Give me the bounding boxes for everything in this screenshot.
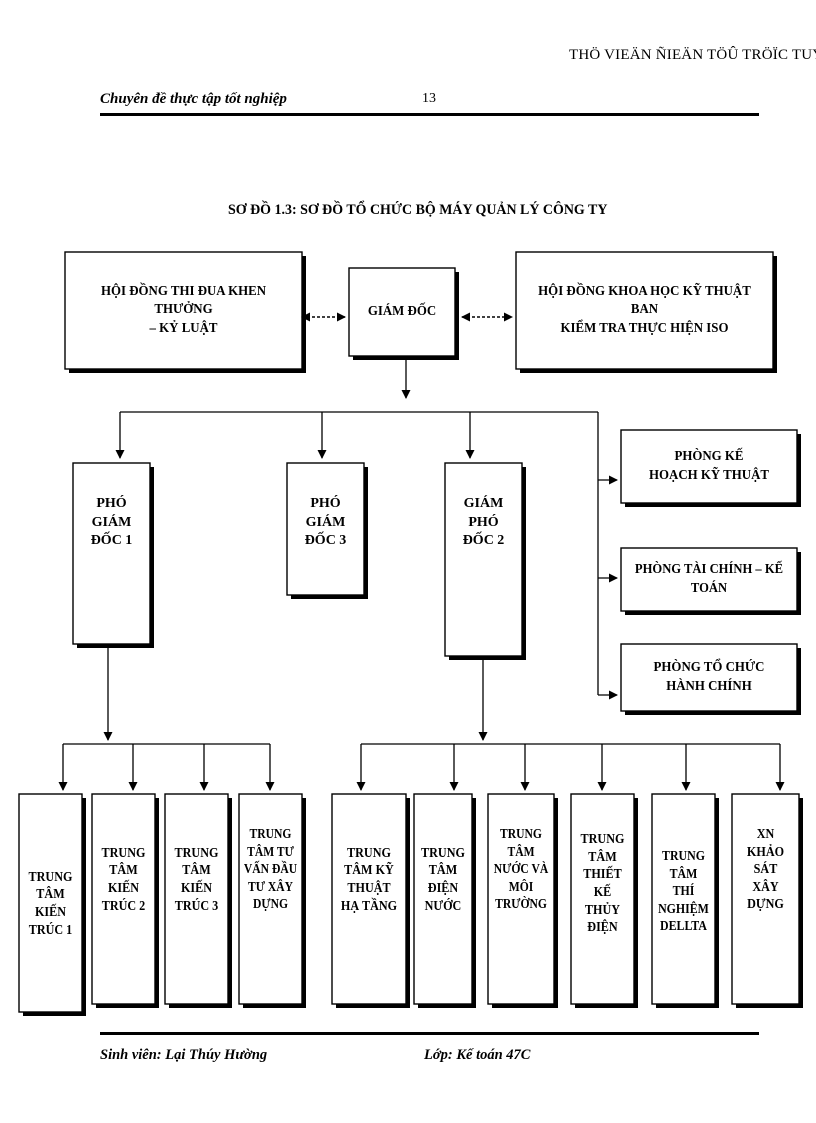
label-deputy-1: PHÓ GIÁM ĐỐC 1 [90, 496, 133, 549]
label-unit-7: TRUNG TÂM NƯỚC VÀ MÔI TRƯỜNG [493, 826, 549, 912]
org-boxes [18, 251, 800, 1013]
box-science-council [515, 251, 774, 370]
box-dept-admin [620, 643, 798, 712]
diagram-title: SƠ ĐỒ 1.3: SƠ ĐỒ TỔ CHỨC BỘ MÁY QUẢN LÝ … [228, 202, 608, 218]
box-unit-5 [331, 793, 407, 1005]
label-unit-5: TRUNG TÂM KỸ THUẬT HẠ TẦNG [340, 844, 398, 913]
box-unit-1 [18, 793, 83, 1013]
label-unit-10: XN KHẢO SÁT XÂY DỰNG [746, 826, 785, 912]
label-emulation-council: HỘI ĐỒNG THI ĐUA KHEN THƯỞNG – KỶ LUẬT [100, 283, 267, 336]
header-subject: Chuyên đề thực tập tốt nghiệp [100, 91, 287, 107]
label-dept-admin: PHÒNG TỔ CHỨC HÀNH CHÍNH [653, 660, 765, 694]
label-dept-planning: PHÒNG KẾ HOẠCH KỸ THUẬT [648, 449, 770, 483]
box-unit-8 [570, 793, 635, 1005]
label-unit-8: TRUNG TÂM THIẾT KẾ THỦY ĐIỆN [580, 831, 625, 935]
box-deputy-1 [72, 462, 151, 645]
label-director: GIÁM ĐỐC [367, 303, 437, 319]
box-dept-planning [620, 429, 798, 504]
box-director [348, 267, 456, 357]
label-science-council: HỘI ĐỒNG KHOA HỌC KỸ THUẬT BAN KIỂM TRA … [538, 283, 751, 336]
label-unit-9: TRUNG TÂM THÍ NGHIỆM DELLTA [658, 848, 709, 934]
footer-student: Sinh viên: Lại Thúy Hường [100, 1047, 268, 1063]
label-unit-2: TRUNG TÂM KIẾN TRÚC 2 [101, 844, 146, 913]
box-unit-7 [487, 793, 555, 1005]
label-deputy-2: GIÁM PHÓ ĐỐC 2 [462, 496, 505, 549]
footer-rule [100, 1032, 759, 1035]
label-unit-6: TRUNG TÂM ĐIỆN NƯỚC [421, 844, 465, 913]
box-unit-4 [238, 793, 303, 1005]
box-unit-10 [731, 793, 800, 1005]
box-unit-9 [651, 793, 716, 1005]
box-unit-6 [413, 793, 473, 1005]
label-unit-1: TRUNG TÂM KIẾN TRÚC 1 [28, 868, 73, 937]
footer-class: Lớp: Kế toán 47C [424, 1047, 531, 1063]
label-deputy-3: PHÓ GIÁM ĐỐC 3 [304, 496, 347, 549]
label-unit-3: TRUNG TÂM KIẾN TRÚC 3 [174, 844, 219, 913]
box-unit-3 [164, 793, 229, 1005]
label-unit-4: TRUNG TÂM TƯ VẤN ĐẦU TƯ XÂY DỰNG [243, 826, 298, 912]
watermark-text: THÖ VIEÄN ÑIEÄN TÖÛ TRÖÏC TUYEÁN [569, 47, 816, 63]
label-dept-finance: PHÒNG TÀI CHÍNH – KẾ TOÁN [634, 562, 784, 596]
header-rule [100, 113, 759, 116]
box-deputy-3 [286, 462, 365, 596]
box-dept-finance [620, 547, 798, 612]
box-emulation-council [64, 251, 303, 370]
box-deputy-2 [444, 462, 523, 657]
box-unit-2 [91, 793, 156, 1005]
page-number: 13 [422, 91, 436, 106]
